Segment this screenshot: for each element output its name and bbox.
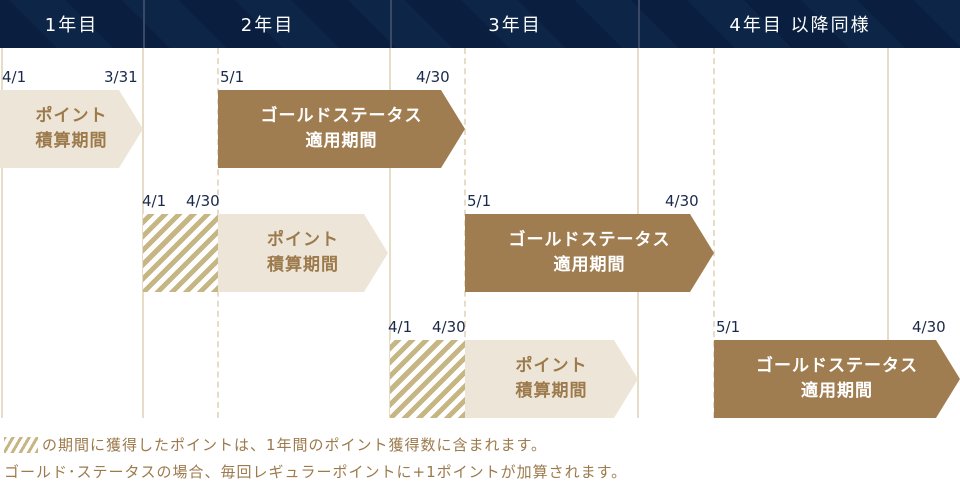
label: 適用期間	[305, 131, 378, 151]
label: ポイント	[35, 106, 108, 126]
divider	[389, 48, 391, 418]
date-end: 3/31	[104, 68, 138, 86]
year-4-onward: 4年目 以降同様	[638, 0, 960, 48]
date-end: 4/30	[186, 192, 220, 210]
divider-dashed	[713, 48, 715, 418]
date-start: 5/1	[220, 68, 245, 86]
label: ゴールドステータス	[508, 230, 671, 250]
point-period-2: ポイント積算期間	[218, 214, 388, 292]
label: 積算期間	[35, 131, 108, 151]
divider	[887, 48, 889, 418]
label: 適用期間	[553, 255, 626, 275]
hatched-period	[390, 340, 465, 418]
hatched-period	[143, 214, 218, 292]
label: ポイント	[515, 356, 588, 376]
note-text: の期間に獲得したポイントは、1年間のポイント獲得数に含まれます。	[42, 436, 548, 454]
date-start: 4/1	[2, 68, 27, 86]
divider	[1, 48, 3, 418]
hatch-legend-icon	[4, 436, 38, 453]
gold-period-3: ゴールドステータス適用期間	[714, 340, 960, 418]
label: ポイント	[267, 230, 339, 250]
gold-period-2: ゴールドステータス適用期間	[465, 214, 714, 292]
point-period-3: ポイント積算期間	[465, 340, 638, 418]
label: ゴールドステータス	[756, 356, 918, 376]
gold-period-1: ゴールドステータス適用期間	[218, 90, 465, 168]
note-text: ゴールド･ステータスの場合、毎回レギュラーポイントに+1ポイントが加算されます。	[4, 463, 628, 481]
date-start: 4/1	[142, 192, 167, 210]
year-header: 1年目 2年目 3年目 4年目 以降同様	[0, 0, 960, 48]
date-end: 4/30	[665, 192, 699, 210]
label: 積算期間	[267, 255, 339, 275]
year-3: 3年目	[390, 0, 638, 48]
label: 適用期間	[801, 381, 873, 401]
date-start: 4/1	[388, 318, 413, 336]
label: ゴールドステータス	[260, 106, 423, 126]
year-2: 2年目	[143, 0, 390, 48]
date-start: 5/1	[716, 318, 741, 336]
label: 積算期間	[515, 381, 588, 401]
footnote-2: ゴールド･ステータスの場合、毎回レギュラーポイントに+1ポイントが加算されます。	[4, 461, 627, 482]
date-start: 5/1	[467, 192, 492, 210]
point-period-1: ポイント積算期間	[0, 90, 143, 168]
date-end: 4/30	[432, 318, 466, 336]
date-end: 4/30	[416, 68, 450, 86]
footnote-1: の期間に獲得したポイントは、1年間のポイント獲得数に含まれます。	[4, 434, 547, 455]
year-1: 1年目	[44, 15, 99, 36]
date-end: 4/30	[912, 318, 946, 336]
